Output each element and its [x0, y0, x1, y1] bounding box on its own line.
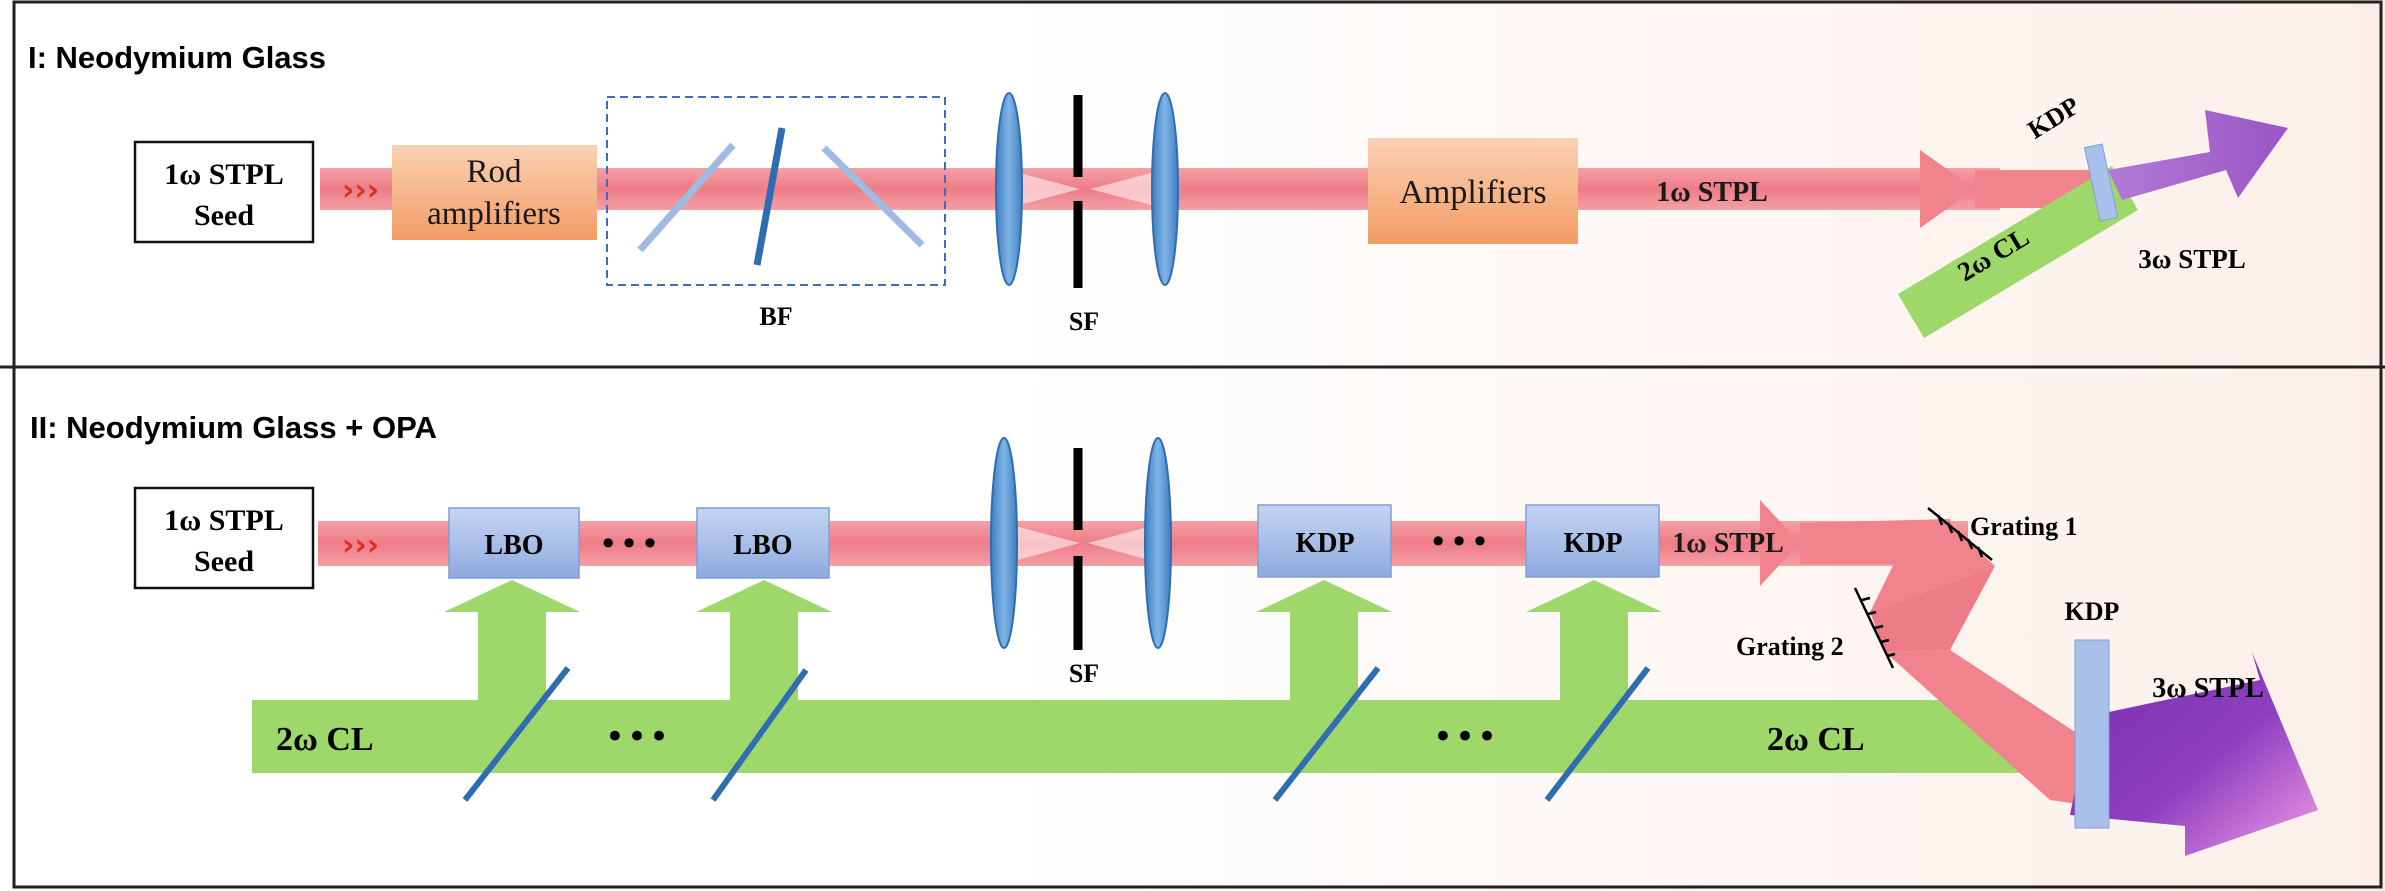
p1-lens-left	[995, 92, 1023, 286]
p2-seed-box	[133, 486, 315, 590]
p1-rod-amplifiers	[392, 145, 597, 240]
p2-green-right-label: 2ω CL	[1767, 721, 1865, 758]
p1-kdp-crystal	[2083, 143, 2119, 222]
p1-output-label: 3ω STPL	[2138, 244, 2246, 274]
p2-lens-left	[990, 437, 1018, 649]
p2-grating1-label: Grating 1	[1970, 512, 2078, 541]
p1-bf-plate-left	[637, 142, 736, 253]
p2-lens-right	[1144, 437, 1172, 649]
p2-green-arrows	[444, 580, 1662, 702]
p2-beam-grating1	[1870, 521, 1995, 612]
p2-plate-4	[1544, 666, 1651, 802]
p1-amplifiers-label: Amplifiers	[1399, 174, 1546, 211]
p1-green-beam	[1898, 166, 2138, 338]
p2-lbo-dots: •••	[599, 525, 662, 563]
p2-seed-line2: Seed	[194, 545, 254, 578]
p1-amplifiers	[1368, 138, 1578, 244]
p2-lbo1-label: LBO	[484, 530, 543, 561]
p2-sf-label: SF	[1069, 659, 1099, 688]
p1-rod-line2: amplifiers	[427, 196, 561, 232]
p2-green-dots-right: •••	[1433, 717, 1499, 757]
p2-lbo2-label: LBO	[733, 530, 792, 561]
outer-frame	[12, 0, 2383, 889]
p2-kdp-label: KDP	[2065, 597, 2120, 626]
p2-plate-3	[1272, 666, 1381, 802]
panel2-title: II: Neodymium Glass + OPA	[30, 410, 437, 445]
p1-sf-label: SF	[1069, 307, 1099, 336]
p2-kdp1-label: KDP	[1295, 528, 1354, 559]
p2-beam-label: 1ω STPL	[1672, 528, 1784, 559]
p2-beam-g2-out	[1885, 650, 2095, 805]
panel-2: II: Neodymium Glass + OPA 2ω CL 2ω CL ••…	[30, 410, 2318, 856]
p2-lbo-1	[448, 507, 580, 579]
p2-plate-2	[710, 668, 809, 802]
p2-kdp-1	[1257, 504, 1392, 578]
p2-red-arrowhead	[1760, 500, 1800, 586]
panel1-title: I: Neodymium Glass	[28, 40, 326, 75]
p2-seed-line1: 1ω STPL	[164, 504, 283, 537]
p1-rod-line1: Rod	[466, 154, 522, 190]
p2-output-label: 3ω STPL	[2152, 673, 2264, 704]
p2-kdp2-label: KDP	[1563, 528, 1622, 559]
p1-chevrons: ›››	[342, 173, 379, 208]
p1-lens-right	[1151, 92, 1179, 286]
p2-kdp-crystal	[2074, 639, 2110, 829]
p1-focus-right	[1090, 168, 1170, 210]
p1-bf-plate-center	[753, 127, 786, 266]
p2-grating2-label: Grating 2	[1736, 632, 1844, 661]
p2-lbo-2	[696, 507, 830, 579]
p1-seed-box	[133, 140, 315, 244]
p2-chevrons: ›››	[342, 528, 379, 563]
p2-green-dots-left: •••	[605, 717, 671, 757]
p1-red-arrowhead	[1920, 150, 1975, 228]
p2-kdp-2	[1525, 504, 1660, 578]
p1-bf-box	[606, 96, 946, 286]
p2-grating-1	[1927, 507, 1993, 561]
p1-bf-plate-right	[821, 145, 925, 248]
p1-seed-line1: 1ω STPL	[164, 158, 283, 191]
p2-green-left-label: 2ω CL	[276, 721, 374, 758]
p2-purple-arrow	[2070, 652, 2318, 856]
p1-seed-line2: Seed	[194, 199, 254, 232]
p2-grating-2	[1853, 587, 1896, 669]
p2-plate-1	[462, 666, 571, 802]
p1-purple-arrow	[2108, 110, 2288, 200]
p1-bf-label: BF	[759, 302, 792, 331]
p2-kdp-dots: •••	[1429, 523, 1492, 561]
p1-beam-label: 1ω STPL	[1656, 177, 1768, 208]
p2-beam-g1-g2	[1870, 566, 1995, 652]
